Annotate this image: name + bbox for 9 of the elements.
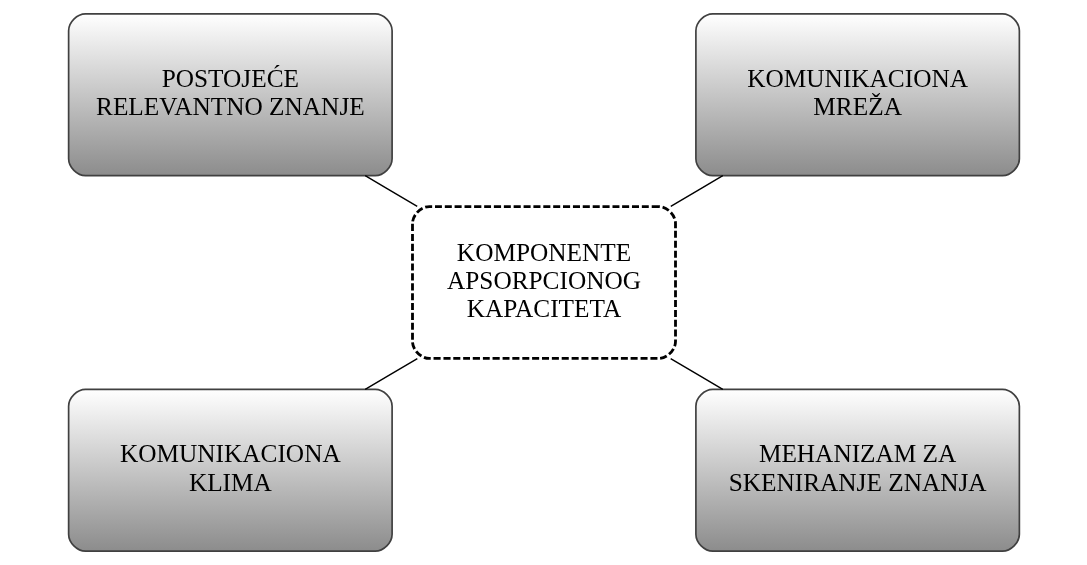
connector: [669, 357, 723, 391]
node-box: POSTOJEĆE RELEVANTNO ZNANJE: [67, 13, 393, 177]
connector: [364, 174, 418, 208]
node-box: KOMPONENTE APSORPCIONOG KAPACITETA: [410, 205, 677, 360]
node-box: KOMUNIKACIONA MREŽA: [694, 13, 1020, 177]
connector: [669, 174, 723, 208]
connector: [364, 357, 418, 391]
node-box: KOMUNIKACIONA KLIMA: [67, 388, 393, 552]
node-box: MEHANIZAM ZA SKENIRANJE ZNANJA: [694, 388, 1020, 552]
